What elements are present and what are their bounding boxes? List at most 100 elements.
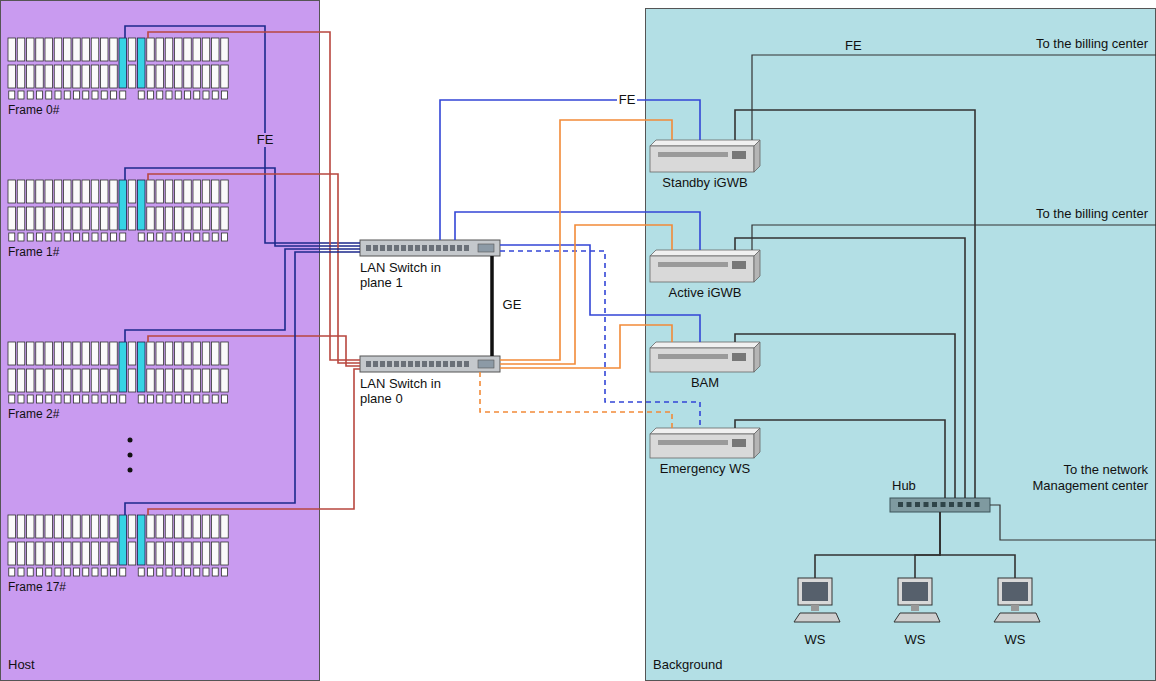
drawing-part — [658, 152, 728, 157]
lan-switch: LAN Switch in plane 1 — [360, 240, 500, 256]
drawing-part — [184, 207, 192, 230]
drawing-part — [82, 342, 90, 365]
link-label: FE — [255, 133, 276, 148]
drawing-part — [17, 207, 25, 230]
workstation-drawing — [994, 578, 1040, 622]
drawing-part — [422, 361, 427, 367]
device-label: Frame 1# — [8, 246, 59, 260]
network-link — [500, 251, 700, 428]
frame-rack: Frame 17# — [8, 515, 230, 577]
drawing-part — [811, 605, 819, 611]
rack-drawing — [8, 180, 228, 241]
drawing-part — [27, 342, 35, 365]
drawing-part — [166, 233, 172, 241]
drawing-part — [166, 395, 172, 403]
drawing-part — [110, 65, 118, 88]
drawing-part — [110, 342, 118, 365]
drawing-part — [193, 207, 201, 230]
drawing-part — [9, 395, 15, 403]
drawing-part — [101, 395, 107, 403]
drawing-part — [754, 140, 760, 172]
drawing-part — [212, 91, 218, 99]
drawing-part — [1002, 582, 1028, 601]
drawing-part — [46, 91, 52, 99]
drawing-part — [212, 233, 218, 241]
drawing-part — [101, 342, 109, 365]
link-label: GE — [501, 298, 524, 313]
drawing-part — [36, 180, 44, 203]
device-label: Frame 17# — [8, 581, 66, 595]
network-link — [125, 168, 360, 246]
drawing-part — [46, 395, 52, 403]
drawing-part — [194, 395, 200, 403]
drawing-part — [193, 515, 201, 538]
drawing-part — [202, 38, 210, 61]
drawing-part — [175, 207, 183, 230]
device-label: Frame 0# — [8, 104, 59, 118]
drawing-part — [101, 542, 109, 565]
drawing-part — [650, 140, 760, 146]
drawing-part — [83, 568, 89, 576]
server-box: BAM — [650, 342, 760, 372]
drawing-part — [408, 245, 413, 251]
drawing-part — [202, 515, 210, 538]
background-ground — [646, 9, 1156, 681]
drawing-part — [8, 369, 16, 392]
device-label: Active iGWB — [669, 286, 742, 301]
drawing-part — [74, 395, 80, 403]
drawing-part — [650, 146, 754, 172]
continuation-dot — [128, 453, 133, 458]
drawing-part — [73, 65, 81, 88]
drawing-part — [221, 38, 229, 61]
drawing-part — [83, 91, 89, 99]
drawing-part — [74, 91, 80, 99]
drawing-part — [92, 395, 98, 403]
drawing-part — [36, 542, 44, 565]
drawing-part — [92, 568, 98, 576]
drawing-part — [193, 38, 201, 61]
drawing-part — [212, 369, 220, 392]
drawing-part — [184, 542, 192, 565]
device-label: Standby iGWB — [662, 176, 747, 191]
drawing-part — [907, 502, 912, 507]
drawing-part — [138, 515, 146, 565]
drawing-part — [1011, 605, 1019, 611]
drawing-part — [212, 207, 220, 230]
drawing-part — [147, 65, 155, 88]
drawing-part — [156, 369, 164, 392]
drawing-part — [37, 395, 43, 403]
drawing-part — [165, 342, 173, 365]
network-link — [815, 512, 940, 578]
drawing-part — [54, 207, 62, 230]
drawing-part — [64, 515, 72, 538]
drawing-part — [73, 207, 81, 230]
drawing-part — [203, 91, 209, 99]
device-label: WS — [905, 633, 926, 648]
drawing-part — [450, 361, 455, 367]
drawing-part — [156, 38, 164, 61]
drawing-part — [37, 568, 43, 576]
drawing-part — [650, 342, 760, 348]
drawing-part — [184, 38, 192, 61]
drawing-part — [128, 180, 136, 203]
drawing-part — [8, 65, 16, 88]
drawing-part — [658, 354, 728, 359]
drawing-part — [222, 395, 228, 403]
drawing-part — [128, 542, 136, 565]
frame-rack: Frame 1# — [8, 180, 230, 242]
billing-line — [752, 55, 1156, 140]
drawing-part — [478, 360, 494, 368]
drawing-part — [457, 245, 462, 251]
drawing-part — [119, 180, 127, 230]
drawing-part — [45, 38, 53, 61]
drawing-part — [147, 542, 155, 565]
drawing-part — [221, 180, 229, 203]
workstation-drawing — [794, 578, 840, 622]
drawing-part — [120, 233, 126, 241]
drawing-part — [27, 91, 33, 99]
drawing-part — [222, 568, 228, 576]
drawing-part — [64, 568, 70, 576]
server-drawing — [650, 140, 760, 172]
drawing-part — [794, 613, 840, 622]
drawing-part — [915, 502, 920, 507]
